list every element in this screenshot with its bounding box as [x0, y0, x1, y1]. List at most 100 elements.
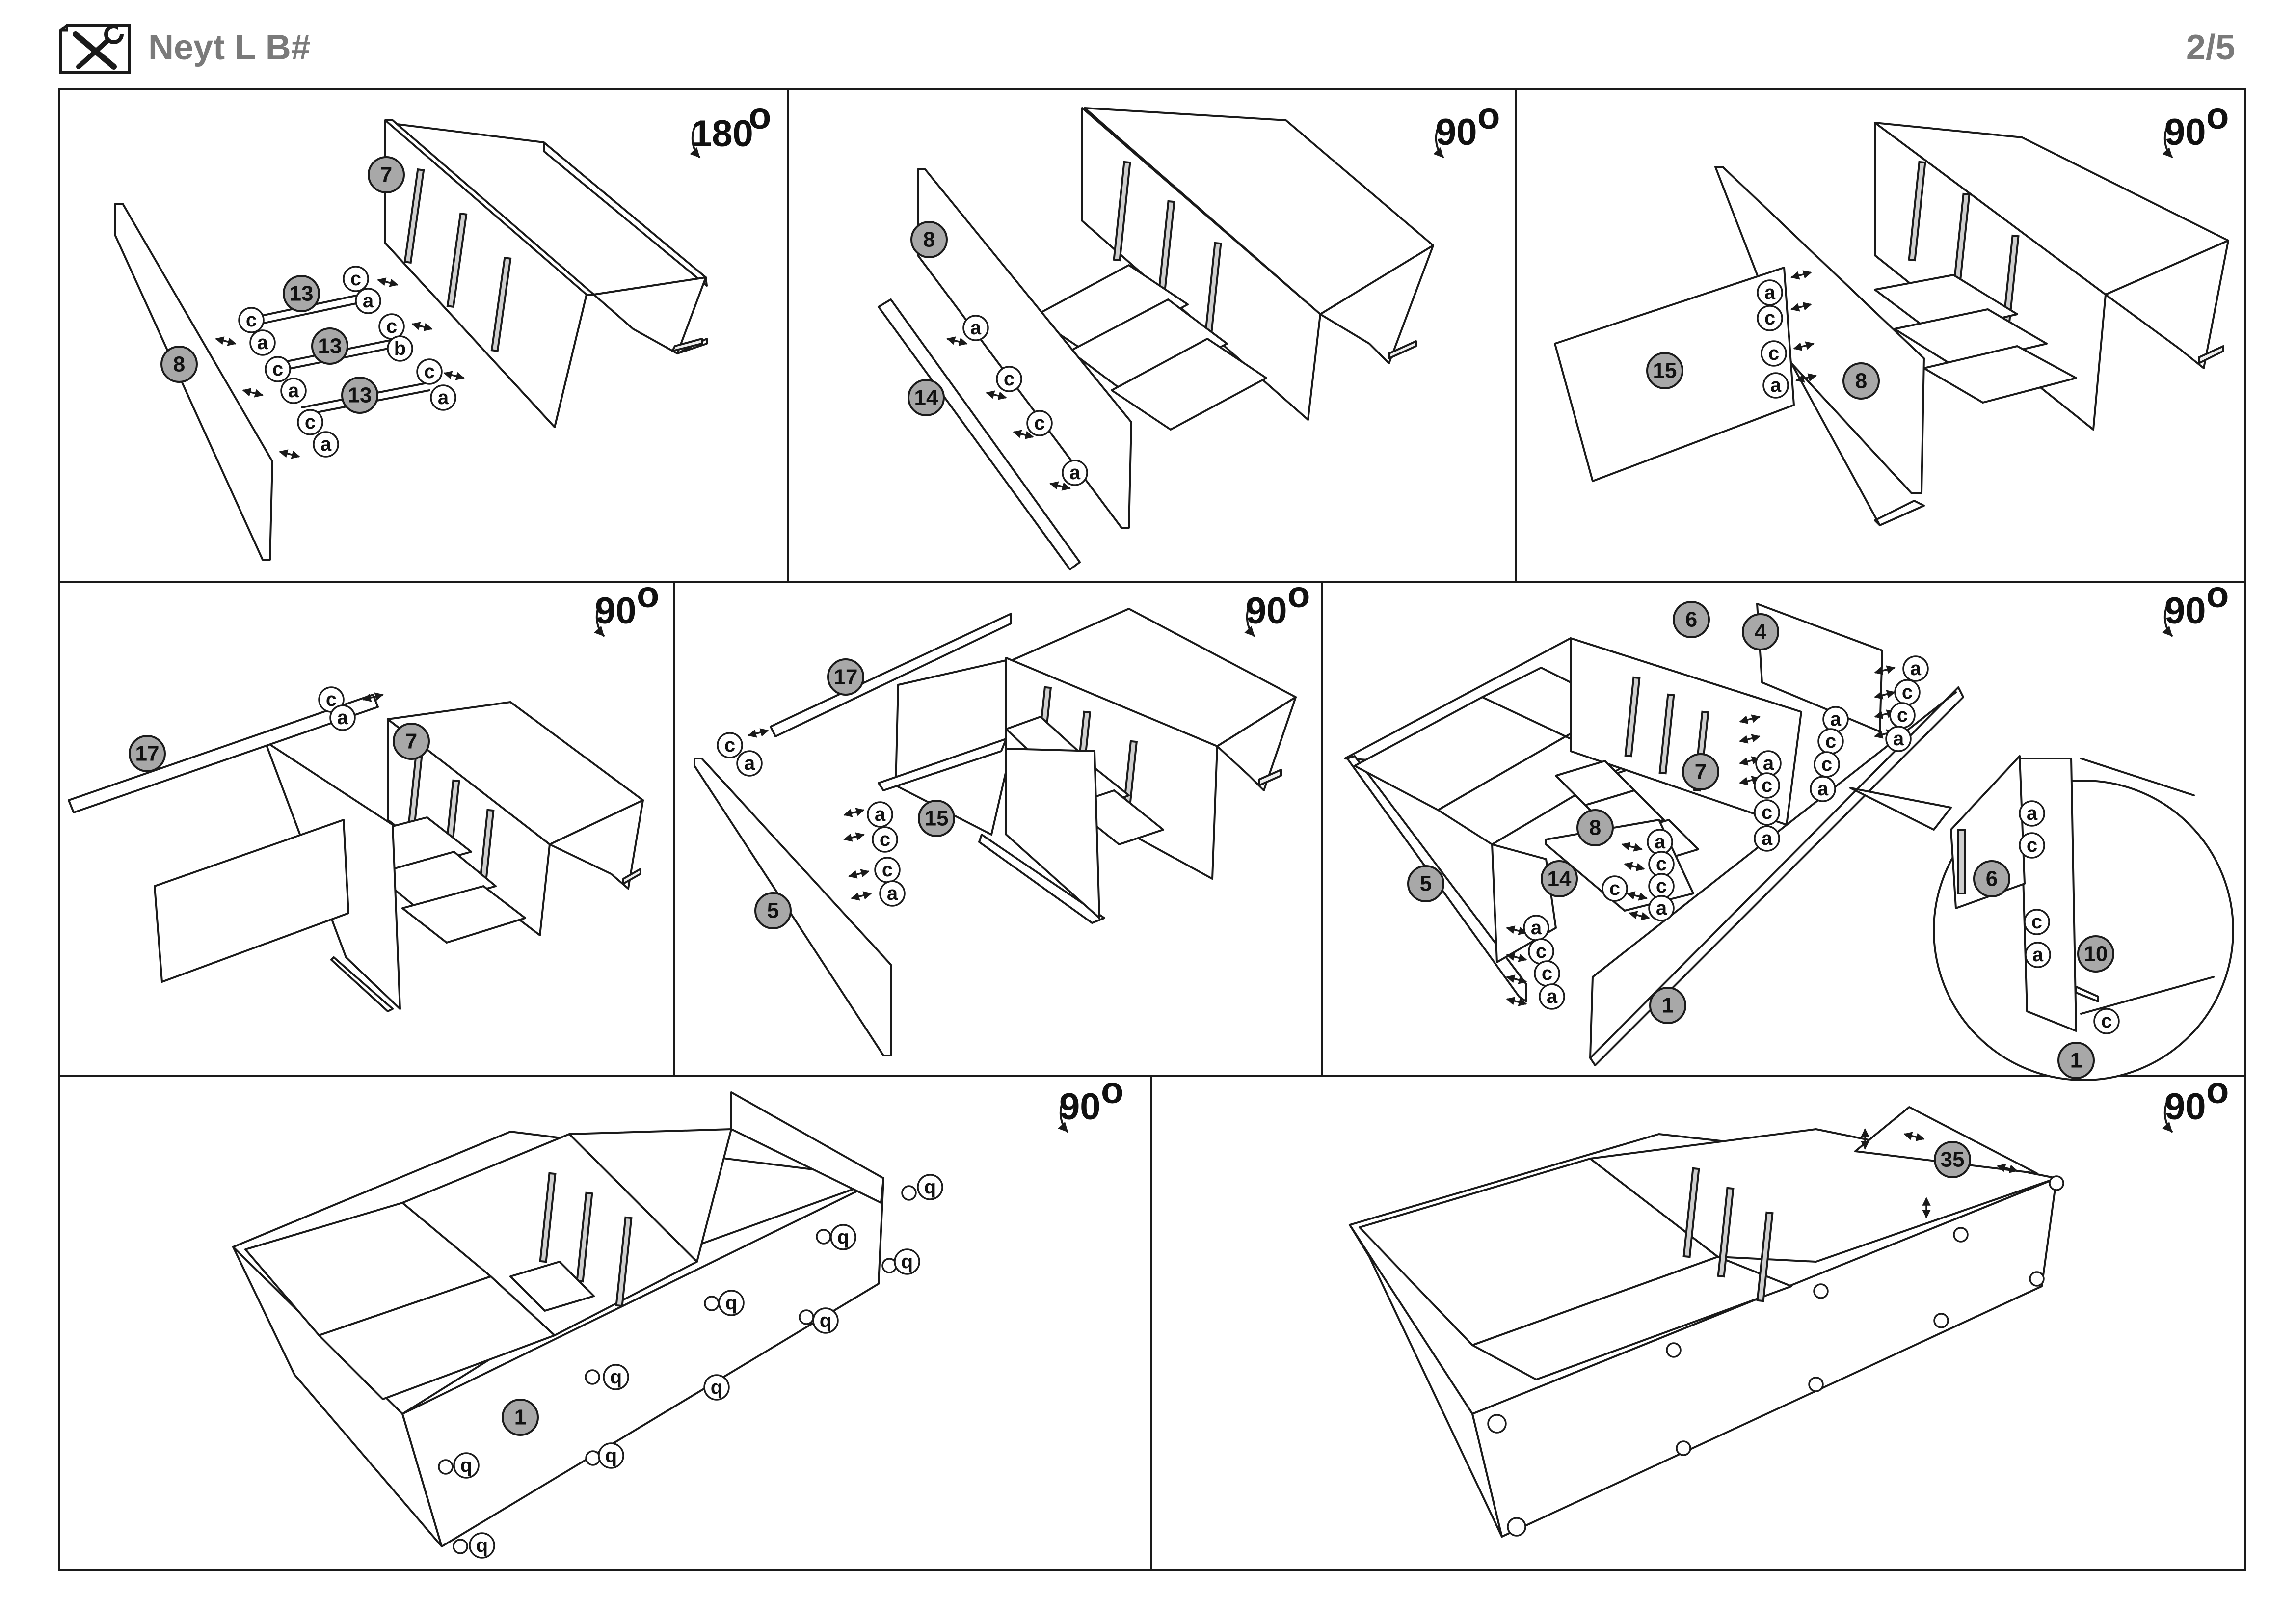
svg-text:q: q — [476, 1535, 488, 1556]
svg-text:c: c — [1609, 878, 1620, 899]
fitting-badge: c — [1528, 938, 1554, 965]
fitting-badge: b — [387, 335, 413, 362]
part-badge: 4 — [1742, 613, 1779, 650]
fitting-badge: a — [962, 315, 989, 341]
detail-part-badge: 1 — [2057, 1042, 2095, 1079]
svg-text:a: a — [1830, 708, 1842, 730]
step-6: 6 4 7 8 14 5 1 a c c a a c c a a c c a a… — [1344, 574, 2234, 1081]
rotation-indicator: 90 o — [1433, 95, 1500, 158]
fitting-badge: c — [1534, 960, 1560, 987]
svg-text:c: c — [1762, 775, 1772, 796]
svg-text:a: a — [1770, 375, 1782, 396]
panel-grid — [58, 88, 2246, 1571]
part-badge: 35 — [1934, 1141, 1971, 1178]
part-badge: 8 — [910, 221, 948, 258]
fitting-badge: a — [736, 750, 763, 777]
fitting-badge: a — [313, 431, 339, 458]
fitting-badge: c — [238, 307, 265, 333]
step-8: 35 90 o — [1349, 1070, 2229, 1538]
svg-text:o: o — [2206, 95, 2229, 137]
fitting-badge: a — [1062, 460, 1088, 486]
rotation-indicator: 90 o — [1244, 574, 1310, 637]
svg-text:q: q — [924, 1176, 936, 1198]
fitting-badge: a — [1822, 706, 1849, 732]
svg-text:q: q — [820, 1310, 831, 1331]
doc-title: Neyt L B# — [148, 28, 311, 67]
svg-text:a: a — [1531, 917, 1542, 939]
fitting-badge: q — [812, 1307, 839, 1334]
svg-text:a: a — [1547, 986, 1558, 1007]
fitting-badge: q — [453, 1452, 480, 1479]
svg-text:c: c — [882, 859, 893, 881]
fitting-badge: a — [1755, 750, 1782, 777]
svg-text:a: a — [2027, 803, 2038, 824]
rotation-indicator: 90 o — [2162, 95, 2229, 158]
svg-text:7: 7 — [380, 163, 392, 187]
svg-text:q: q — [605, 1445, 617, 1466]
svg-text:c: c — [1656, 875, 1667, 897]
svg-text:1: 1 — [2070, 1049, 2082, 1073]
fitting-badge: a — [1762, 372, 1789, 399]
fitting-badge: a — [1902, 655, 1929, 682]
step-2: 8 14 a c c a 90 o — [878, 95, 1500, 570]
fitting-badge: c — [265, 356, 291, 382]
part-badge: 5 — [1407, 865, 1444, 902]
part-badge: 8 — [1576, 809, 1614, 846]
svg-text:c: c — [326, 689, 337, 710]
part-badge: 6 — [1673, 601, 1710, 638]
part-badge: 13 — [341, 377, 378, 414]
part-badge: 1 — [502, 1399, 539, 1436]
part-badge: 15 — [1646, 352, 1683, 389]
svg-text:8: 8 — [923, 228, 935, 252]
svg-text:c: c — [1004, 368, 1015, 390]
svg-text:17: 17 — [135, 742, 160, 766]
fitting-badge: c — [874, 857, 901, 883]
svg-text:90: 90 — [595, 590, 637, 632]
fitting-badge: a — [1757, 279, 1783, 306]
svg-text:c: c — [2031, 911, 2042, 933]
detail-fitting-badge: a — [2025, 942, 2051, 968]
svg-text:14: 14 — [1548, 867, 1572, 891]
svg-text:1: 1 — [1662, 994, 1674, 1018]
fitting-badge: a — [1885, 726, 1912, 752]
tools-icon — [59, 24, 131, 74]
dowel-group — [1487, 1175, 2064, 1537]
svg-text:15: 15 — [1653, 359, 1677, 383]
fitting-badge: q — [603, 1364, 629, 1390]
svg-text:c: c — [1542, 963, 1552, 984]
svg-text:a: a — [1764, 282, 1776, 303]
svg-text:q: q — [837, 1226, 849, 1248]
svg-text:c: c — [1762, 802, 1772, 823]
svg-text:17: 17 — [834, 665, 858, 689]
svg-text:c: c — [2101, 1010, 2112, 1032]
svg-text:o: o — [1101, 1070, 1123, 1111]
svg-text:o: o — [1287, 574, 1310, 616]
fitting-badge: q — [718, 1290, 745, 1316]
svg-text:o: o — [1477, 95, 1500, 137]
svg-text:o: o — [748, 95, 771, 137]
svg-text:a: a — [438, 387, 449, 408]
step-4: 17 7 c a 90 o — [68, 574, 659, 1012]
fitting-badge: c — [1814, 751, 1840, 778]
svg-text:a: a — [257, 332, 268, 353]
part-badge: 14 — [908, 379, 945, 416]
svg-text:a: a — [288, 380, 299, 402]
svg-text:4: 4 — [1755, 620, 1767, 644]
svg-text:6: 6 — [1685, 608, 1697, 632]
svg-text:q: q — [901, 1251, 913, 1272]
fitting-badge: c — [1889, 702, 1916, 729]
svg-text:c: c — [1902, 681, 1913, 703]
detail-fitting-badge: c — [2019, 832, 2045, 859]
fitting-badge: c — [1754, 772, 1780, 799]
svg-text:o: o — [2206, 1070, 2229, 1111]
part-badge: 13 — [311, 327, 348, 365]
rotation-indicator: 90 o — [2162, 574, 2229, 637]
rotation-indicator: 90 o — [594, 574, 659, 637]
fitting-badge: c — [872, 826, 898, 853]
svg-text:a: a — [1763, 753, 1774, 774]
svg-text:o: o — [637, 574, 659, 616]
svg-text:c: c — [1034, 412, 1045, 434]
fitting-badge: a — [1523, 915, 1549, 941]
detail-fitting-badge: a — [2019, 800, 2045, 827]
svg-text:13: 13 — [348, 383, 372, 407]
